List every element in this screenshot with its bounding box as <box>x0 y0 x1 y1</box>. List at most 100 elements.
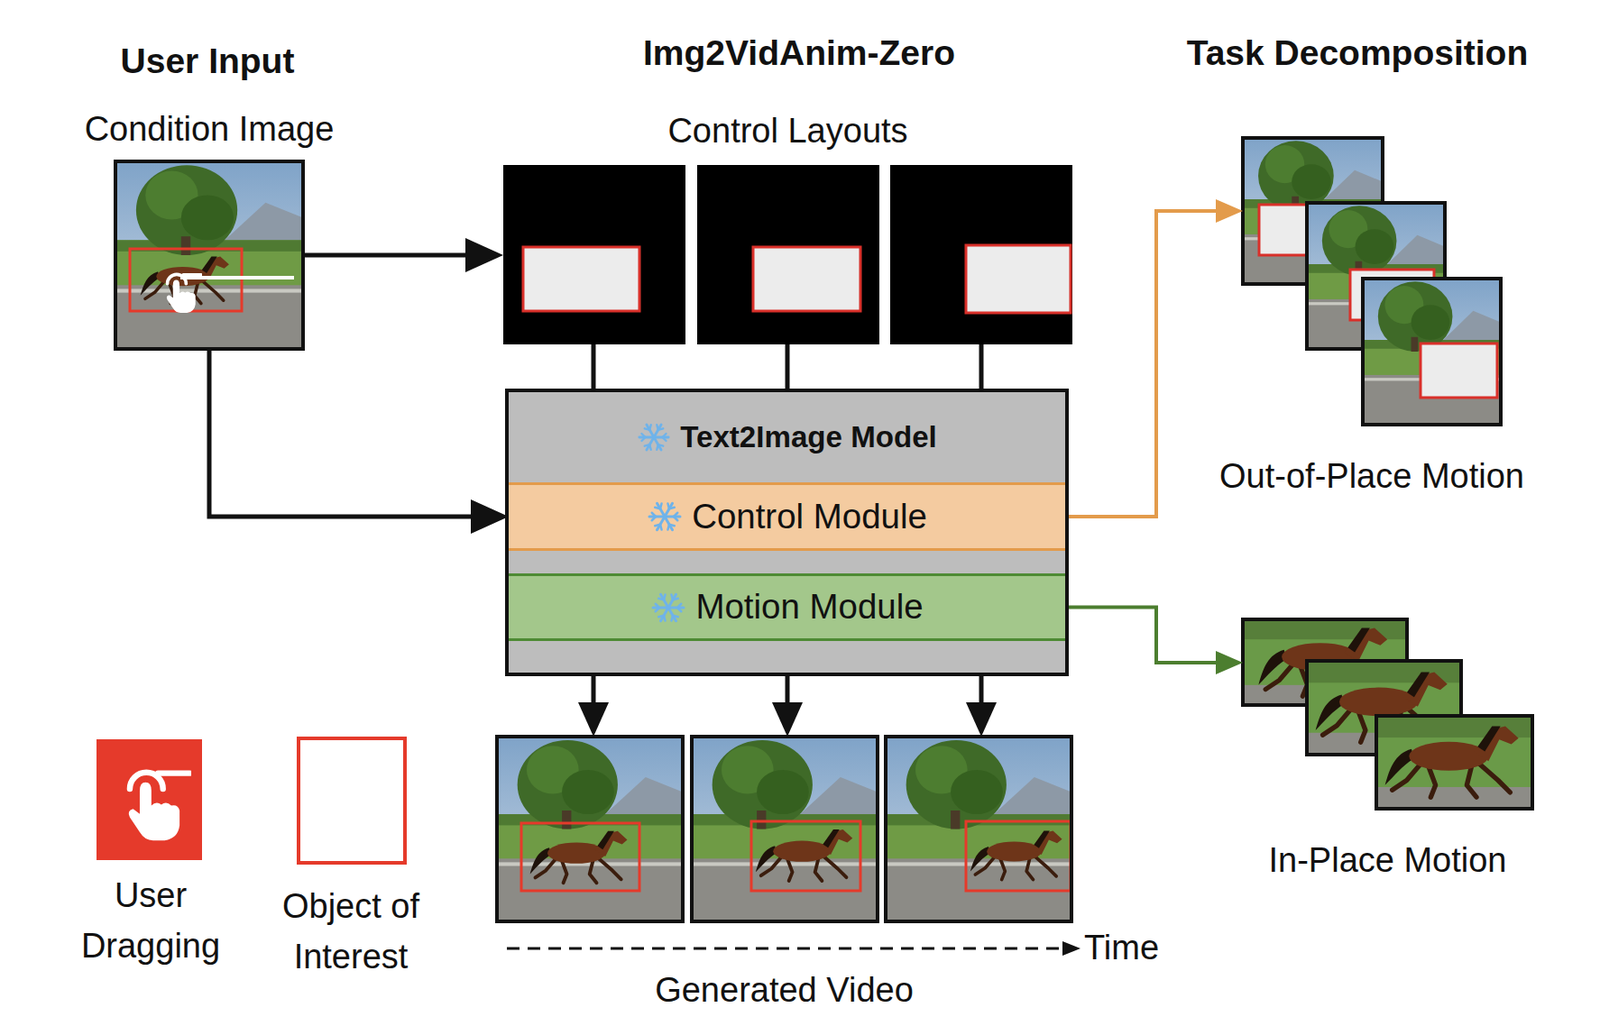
connector-line <box>785 344 791 389</box>
snowflake-branch <box>649 424 651 431</box>
module-band: Motion Module <box>508 573 1066 642</box>
connector <box>593 344 595 389</box>
label-slot: Generated Video <box>654 970 914 1012</box>
legend-slot: User Dragging <box>55 870 246 972</box>
image-group: Out-of-Place Motion <box>1242 137 1501 425</box>
label-slot: Out-of-Place Motion <box>1219 456 1525 498</box>
snowflake-branch <box>656 444 658 451</box>
column-heading: User Input <box>120 40 295 83</box>
axis-label: Time <box>1084 928 1159 970</box>
snowflake-arm <box>657 516 666 531</box>
connector-line <box>591 344 597 389</box>
connector-line <box>209 349 473 517</box>
snowflake-branch <box>673 516 678 521</box>
snowflake-branch <box>644 444 651 446</box>
snowflake-arm <box>639 436 654 440</box>
image-group: Condition Image <box>115 161 304 350</box>
snowflake-branch <box>677 607 681 612</box>
snowflake-arm <box>664 515 681 519</box>
snowflake-branch <box>663 594 666 600</box>
arrowhead <box>772 702 803 737</box>
model-box: Text2Image ModelControl ModuleMotion Mod… <box>505 388 1069 677</box>
snowflake-arm <box>668 606 684 609</box>
connector-line <box>591 676 597 705</box>
legend-slot: Object of Interest <box>256 881 446 983</box>
connector <box>303 238 504 273</box>
connector-line <box>1065 607 1218 664</box>
snowflake-branch <box>652 513 656 517</box>
arrowhead <box>1215 199 1243 223</box>
arrowhead <box>1215 651 1243 675</box>
connector <box>578 676 609 737</box>
connector <box>965 676 997 737</box>
label-slot: Control Layouts <box>667 110 908 153</box>
node-text: Condition Image <box>84 109 335 151</box>
label-slot: Task Decomposition <box>1186 32 1529 75</box>
snowflake-icon <box>650 589 687 626</box>
label-slot: Img2VidAnim-Zero <box>643 32 956 75</box>
connector-line <box>303 253 468 258</box>
snowflake-arm <box>653 437 662 451</box>
node-text: Control Layouts <box>667 110 908 153</box>
snowflake-branch <box>655 603 660 607</box>
snowflake-arm <box>661 594 670 608</box>
snowflake-icon <box>646 498 683 535</box>
label-slot: Condition Image <box>84 109 335 151</box>
snowflake-branch <box>671 615 674 621</box>
connector <box>772 676 803 737</box>
snowflake-arm <box>668 607 677 622</box>
arrowhead <box>578 702 609 737</box>
header-slot: Text2Image Model <box>508 392 1066 483</box>
snowflake-arm <box>661 607 670 622</box>
snowflake-arm <box>657 503 666 517</box>
node-text: In-Place Motion <box>1268 840 1507 883</box>
snowflake-arm <box>646 437 654 451</box>
connector <box>787 344 789 389</box>
snowflake-branch <box>642 433 646 438</box>
legend-text: User Dragging <box>81 876 221 966</box>
snowflake-branch <box>654 524 661 527</box>
snowflake-branch <box>668 524 671 531</box>
snowflake-arm <box>652 606 669 609</box>
arrowhead <box>965 702 997 737</box>
connector <box>1065 199 1243 517</box>
band-slot: Control Module <box>508 485 1066 549</box>
image-group: Generated Video <box>496 736 1072 922</box>
column-heading: Task Decomposition <box>1186 32 1529 75</box>
node-text: Motion Module <box>695 586 923 628</box>
snowflake-arm <box>653 436 669 440</box>
node-text: Out-of-Place Motion <box>1219 456 1525 498</box>
snowflake-arm <box>664 516 673 531</box>
label-slot: Time <box>1084 928 1159 970</box>
band-slot: Motion Module <box>508 576 1066 639</box>
snowflake-branch <box>659 615 665 617</box>
legend-text: Object of Interest <box>282 887 420 976</box>
connector-line <box>979 676 984 705</box>
module-band: Control Module <box>508 482 1066 552</box>
connector-line <box>1065 211 1218 517</box>
snowflake-icon <box>636 420 672 455</box>
label-slot: In-Place Motion <box>1268 840 1507 883</box>
snowflake-arm <box>649 515 665 519</box>
snowflake-branch <box>669 507 675 510</box>
snowflake-branch <box>662 437 667 442</box>
connector <box>1065 607 1243 676</box>
snowflake-arm <box>646 424 654 438</box>
connector <box>981 344 983 389</box>
image-group: Control Layouts <box>503 165 1073 345</box>
column-heading: Img2VidAnim-Zero <box>643 32 956 75</box>
snowflake-arm <box>668 594 677 608</box>
snowflake-branch <box>660 504 663 510</box>
arrowhead <box>465 238 504 273</box>
node-text: Generated Video <box>654 970 914 1012</box>
snowflake-arm <box>664 503 673 517</box>
image-group: In-Place Motion <box>1242 619 1533 810</box>
arrowhead <box>470 499 509 534</box>
snowflake-branch <box>658 428 664 430</box>
label-slot: User Input <box>120 40 295 83</box>
connector-line <box>785 676 791 705</box>
snowflake-arm <box>653 424 662 438</box>
connector <box>209 349 509 534</box>
node-text: Text2Image Model <box>680 419 938 456</box>
